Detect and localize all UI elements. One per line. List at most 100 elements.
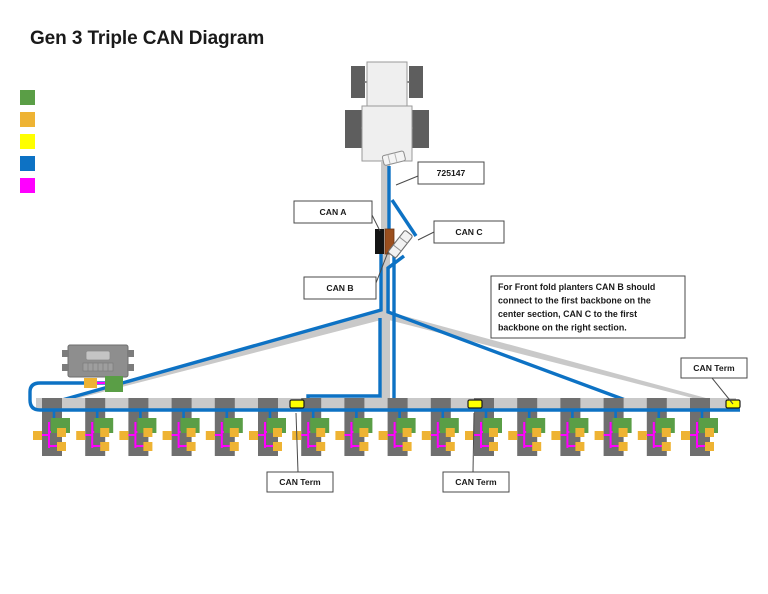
note-line: For Front fold planters CAN B should <box>498 282 655 292</box>
can-backbone <box>28 381 740 412</box>
row-unit-shank <box>42 398 62 410</box>
callout-can-b-box <box>303 276 377 300</box>
row-unit <box>335 398 373 456</box>
row-unit-orange-connector-lower <box>575 442 585 451</box>
row-unit-shank <box>603 398 624 410</box>
leader-can-b <box>375 251 389 284</box>
leader-725147 <box>395 175 419 186</box>
row-unit-shank <box>387 398 408 410</box>
note-line: backbone on the right section. <box>498 323 627 333</box>
legend-swatch-green <box>20 90 35 105</box>
row-unit-orange-connector-left <box>249 431 258 440</box>
row-unit-orange-connector-lower <box>100 442 110 451</box>
row-unit <box>119 398 157 456</box>
row-unit-shank <box>560 398 581 410</box>
callout-can-c: CAN C <box>433 220 505 244</box>
row-unit-orange-connector-upper <box>57 428 66 437</box>
row-unit <box>551 398 589 456</box>
row-unit-orange-connector-left <box>681 431 690 440</box>
row-unit-orange-connector-left <box>335 431 345 440</box>
callout-can-a: CAN A <box>293 200 373 224</box>
callout-can-term-left-label: CAN Term <box>279 477 321 487</box>
frame-mast <box>381 161 390 404</box>
row-unit-orange-connector-left <box>421 431 431 440</box>
row-unit-shank <box>344 398 365 410</box>
ecu-orange-connector <box>84 378 97 388</box>
callout-can-c-box <box>433 220 505 244</box>
planter-ecu-module <box>62 344 134 392</box>
row-unit-orange-connector-upper <box>402 428 412 437</box>
legend-swatch-orange <box>20 112 35 127</box>
can-c-connector <box>388 230 413 258</box>
row-unit-orange-connector-upper <box>445 428 455 437</box>
row-unit <box>681 398 718 456</box>
callout-can-term-center-box <box>442 471 510 493</box>
row-unit-shank <box>430 398 451 410</box>
callout-can-b: CAN B <box>303 276 377 300</box>
tractor-wheel-front-left <box>351 66 365 98</box>
leader-can-a <box>371 214 381 232</box>
callout-can-term-right-box <box>680 357 748 379</box>
row-unit-orange-connector-upper <box>489 428 498 437</box>
tractor-cab <box>366 61 408 109</box>
row-unit-orange-connector-lower <box>532 442 542 451</box>
row-unit <box>378 398 416 456</box>
row-unit-orange-connector-lower <box>661 442 671 451</box>
callout-leader-lines <box>295 175 734 473</box>
row-unit-orange-connector-upper <box>100 428 110 437</box>
row-unit-orange-connector-lower <box>445 442 455 451</box>
callout-can-b-label: CAN B <box>326 283 353 293</box>
row-unit-orange-connector-left <box>508 431 518 440</box>
color-legend <box>20 90 35 193</box>
callout-can-a-label: CAN A <box>320 207 347 217</box>
row-unit-orange-connector-left <box>162 431 172 440</box>
row-unit-shank <box>690 398 710 410</box>
terminator-left <box>289 399 305 409</box>
can-terminators <box>289 399 741 409</box>
can-a-connector <box>375 229 384 254</box>
row-unit-orange-connector-upper <box>273 428 282 437</box>
row-unit <box>594 398 632 456</box>
row-unit-orange-connector-left <box>594 431 604 440</box>
callout-can-term-left-box <box>266 471 334 493</box>
row-unit-shank <box>171 398 192 410</box>
row-unit <box>249 398 286 456</box>
row-unit-orange-connector-lower <box>402 442 412 451</box>
row-unit-shank <box>646 398 667 410</box>
row-unit-orange-connector-upper <box>705 428 714 437</box>
backbone-left-hook <box>28 381 115 412</box>
row-unit-orange-connector-upper <box>575 428 585 437</box>
row-unit-orange-connector-upper <box>229 428 239 437</box>
row-unit-orange-connector-lower <box>143 442 153 451</box>
callout-725147-box <box>417 161 485 185</box>
callout-can-term-right-label: CAN Term <box>693 363 735 373</box>
callout-725147-label: 725147 <box>437 168 466 178</box>
row-unit-orange-connector-left <box>33 431 42 440</box>
row-unit-shank <box>258 398 278 410</box>
row-unit-orange-connector-lower <box>705 442 714 451</box>
leader-can-c <box>417 231 435 241</box>
legend-swatch-magenta <box>20 178 35 193</box>
row-unit-orange-connector-upper <box>316 428 326 437</box>
row-unit-orange-connector-lower <box>229 442 239 451</box>
legend-swatch-yellow <box>20 134 35 149</box>
row-unit-orange-connector-left <box>119 431 129 440</box>
row-unit-shank <box>214 398 235 410</box>
row-unit-orange-connector-lower <box>316 442 326 451</box>
row-unit <box>508 398 546 456</box>
row-unit-orange-connector-upper <box>143 428 153 437</box>
tractor-wheel-front-right <box>409 66 423 98</box>
tractor-wheel-rear-left <box>345 110 363 148</box>
row-unit <box>205 398 243 456</box>
terminator-center <box>467 399 483 409</box>
row-unit-orange-connector-left <box>551 431 561 440</box>
leader-term-left <box>295 412 299 473</box>
can-connectors <box>375 228 413 258</box>
callout-can-term-right: CAN Term <box>680 357 748 379</box>
row-unit-shank <box>517 398 538 410</box>
can-b-cable <box>47 246 383 406</box>
can-c-cable <box>390 199 418 237</box>
